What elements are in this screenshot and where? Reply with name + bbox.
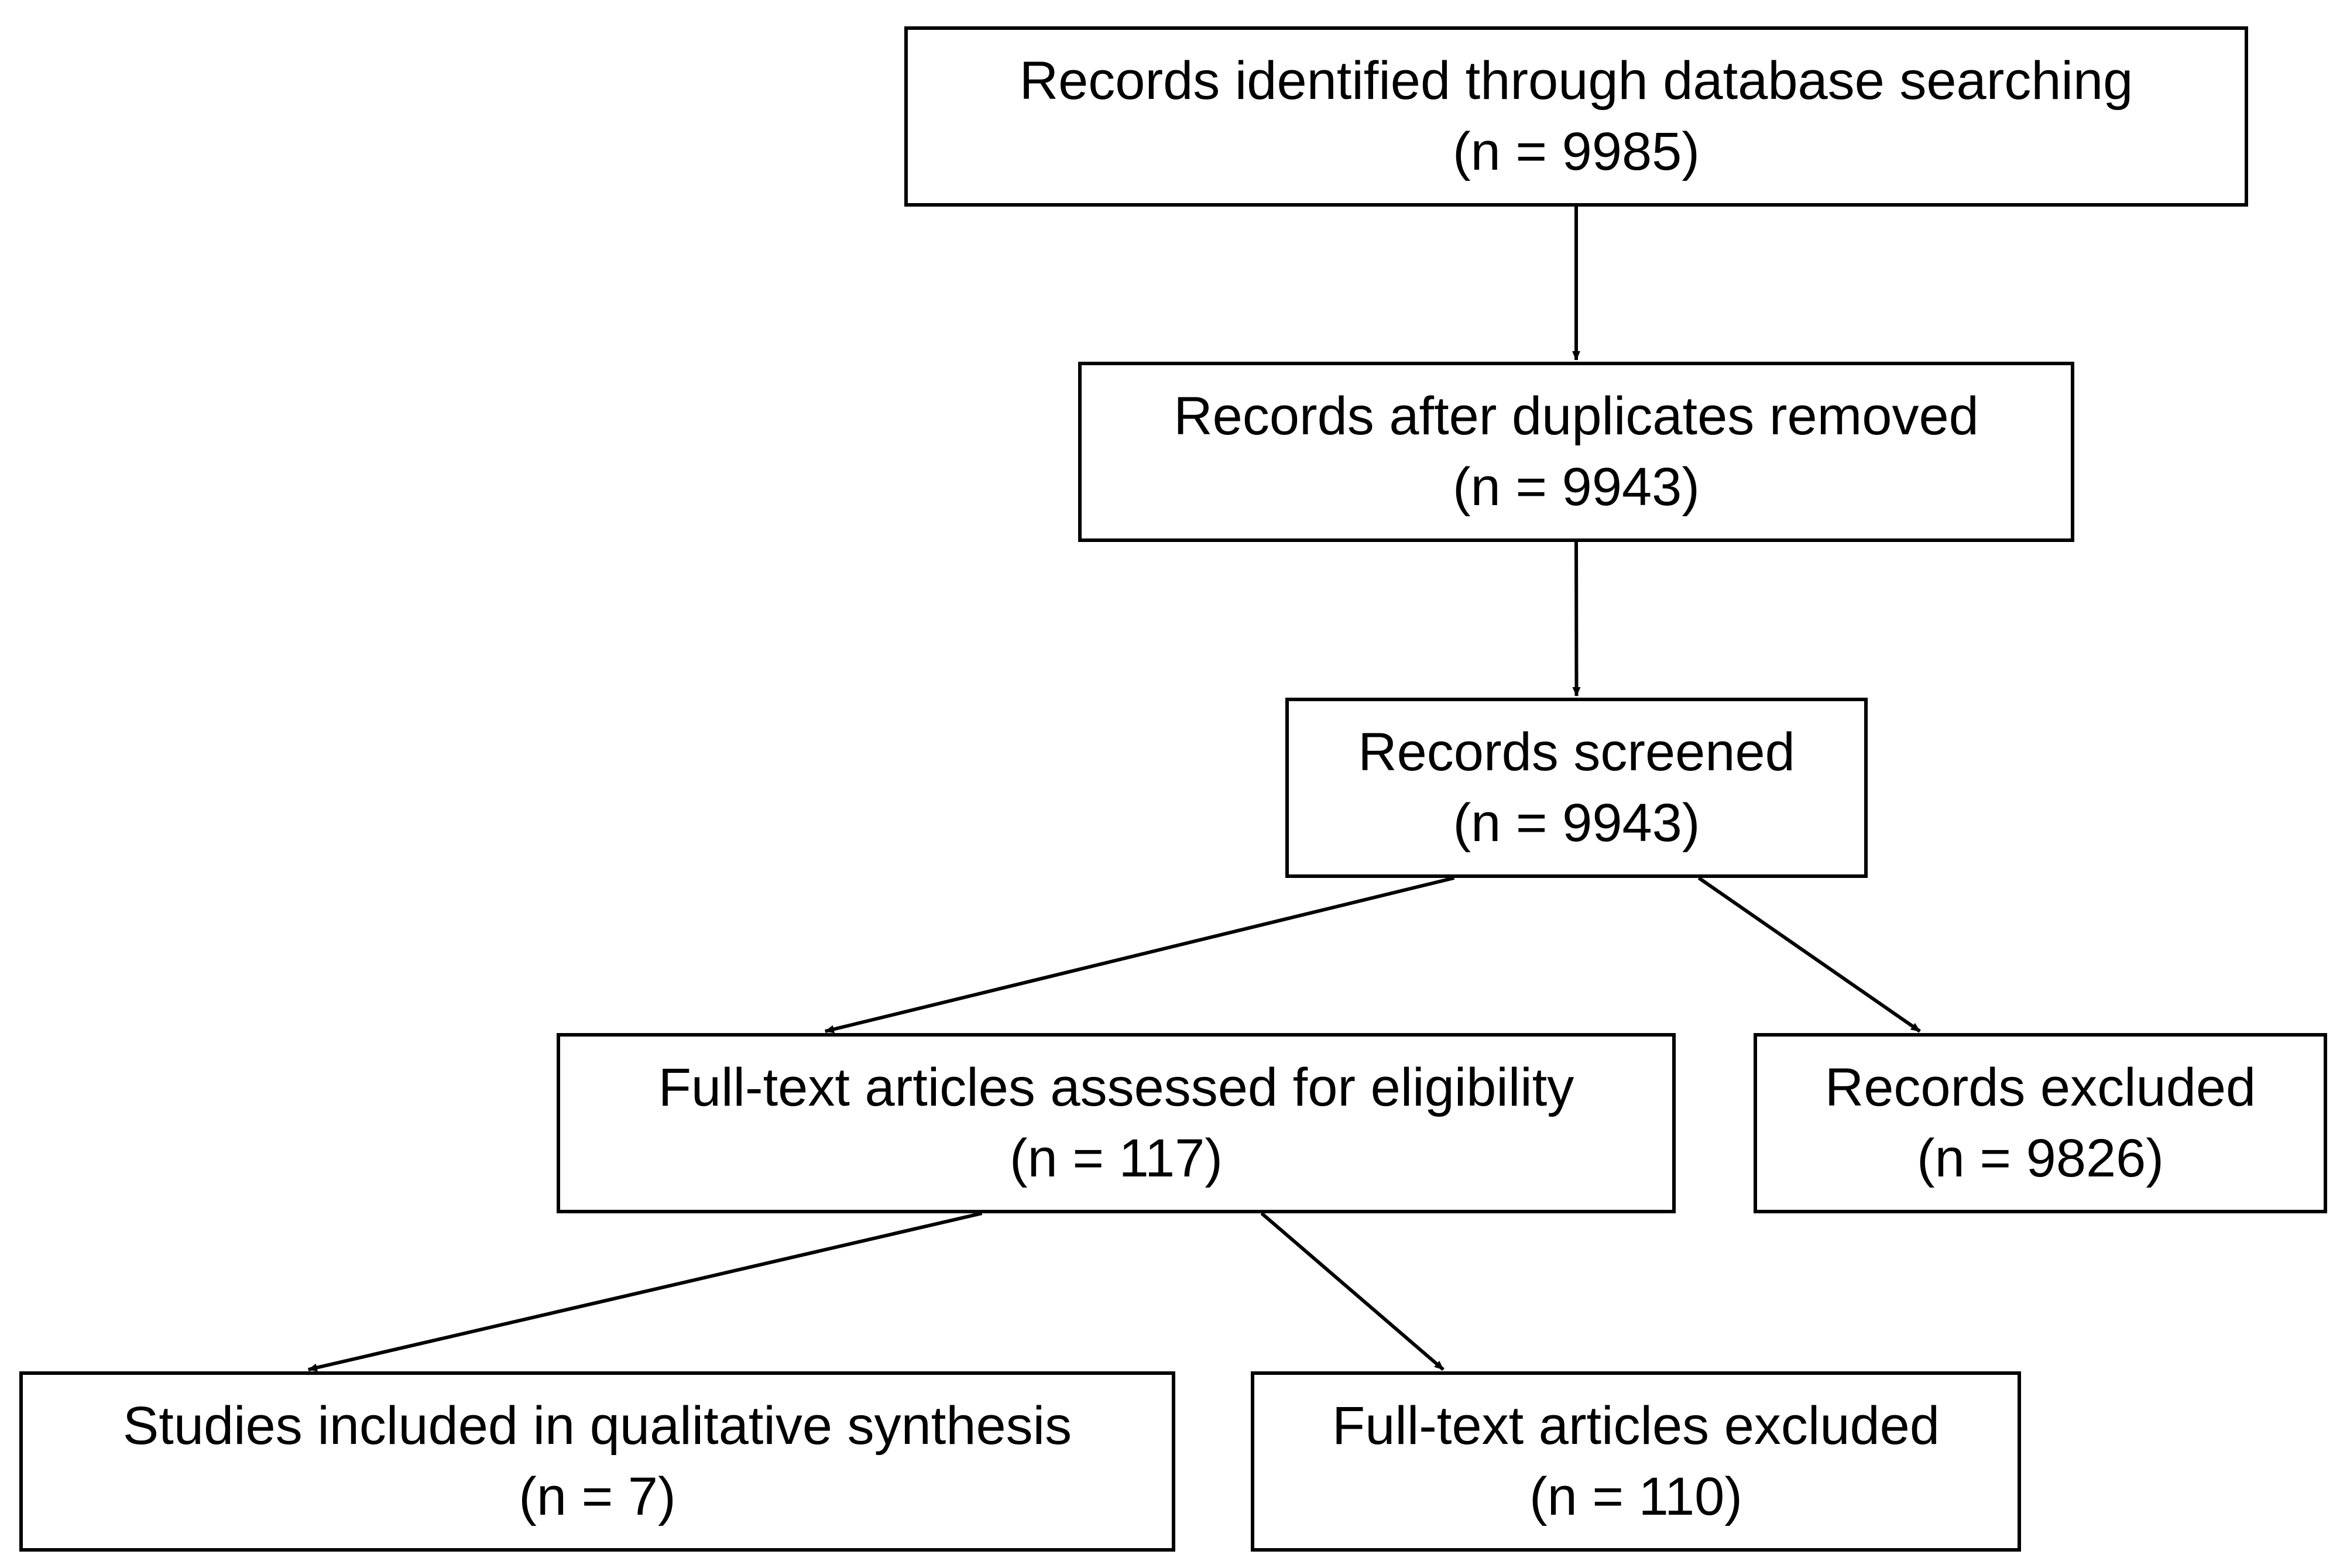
records-identified-count: (n = 9985): [1453, 122, 1700, 181]
records-deduplicated-box: Records after duplicates removed (n = 99…: [1078, 362, 2074, 542]
records-screened-count: (n = 9943): [1453, 793, 1700, 853]
fulltext-excluded-box: Full-text articles excluded (n = 110): [1251, 1371, 2021, 1552]
records-screened-label: Records screened: [1358, 722, 1795, 782]
arrow-fulltext-assessed-to-fulltext-excluded: [1260, 1212, 1445, 1371]
records-excluded-count: (n = 9826): [1917, 1128, 2164, 1188]
records-deduplicated-label: Records after duplicates removed: [1174, 386, 1979, 446]
records-identified-box: Records identified through database sear…: [904, 26, 2248, 207]
fulltext-assessed-label: Full-text articles assessed for eligibil…: [658, 1057, 1574, 1117]
records-excluded-box: Records excluded (n = 9826): [1754, 1033, 2327, 1213]
studies-included-box: Studies included in qualitative synthesi…: [19, 1371, 1175, 1552]
edge-layer: [307, 207, 1921, 1372]
records-deduplicated-count: (n = 9943): [1453, 457, 1700, 517]
fulltext-assessed-box: Full-text articles assessed for eligibil…: [557, 1033, 1676, 1213]
arrow-screened-to-records-excluded: [1697, 876, 1921, 1033]
studies-included-count: (n = 7): [519, 1467, 676, 1526]
arrow-fulltext-assessed-to-included: [307, 1212, 983, 1372]
records-identified-label: Records identified through database sear…: [1019, 50, 2133, 111]
arrow-deduplicated-to-screened: [1572, 541, 1581, 696]
studies-included-label: Studies included in qualitative synthesi…: [122, 1395, 1072, 1456]
arrow-screened-to-fulltext-assessed: [824, 876, 1455, 1034]
records-excluded-label: Records excluded: [1824, 1057, 2256, 1117]
fulltext-excluded-label: Full-text articles excluded: [1332, 1395, 1940, 1456]
fulltext-assessed-count: (n = 117): [1010, 1128, 1223, 1188]
records-screened-box: Records screened (n = 9943): [1285, 698, 1868, 878]
fulltext-excluded-count: (n = 110): [1529, 1467, 1742, 1526]
